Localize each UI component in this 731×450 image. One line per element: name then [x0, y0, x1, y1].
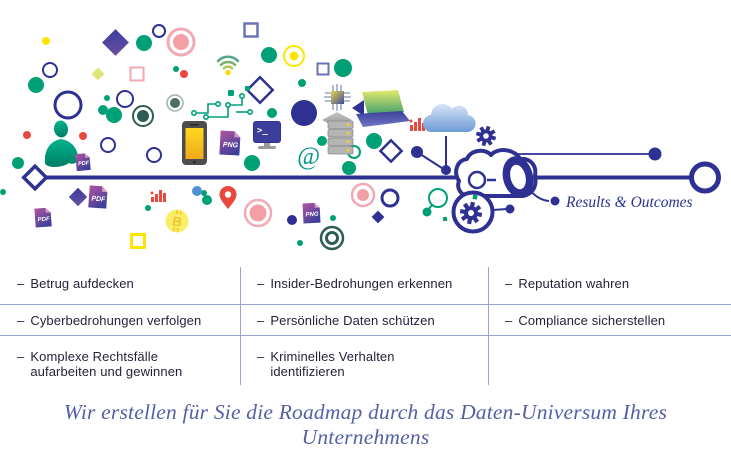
bitcoin-icon: B [165, 209, 189, 233]
bullet: – [17, 349, 25, 364]
dark-teal-ring-icon [319, 225, 345, 251]
laptop-icon [356, 90, 410, 127]
dark-teal-target-icon [132, 105, 154, 127]
benefit-label: Kriminelles Verhalten identifizieren [270, 349, 395, 379]
svg-text:PDF: PDF [38, 217, 51, 224]
roadmap-end-ring [689, 161, 721, 194]
gear-connector-dot [505, 204, 515, 214]
benefit-label: Insider-Bedrohungen erkennen [270, 275, 453, 291]
pdf-file-icon: PDF [88, 185, 108, 209]
pink-target-icon [243, 198, 273, 228]
gear-icon [459, 201, 483, 225]
cloud-icon [422, 103, 476, 133]
gear-icon [475, 125, 497, 147]
terminal-prompt: >_ [257, 126, 268, 136]
svg-text:B: B [171, 213, 183, 229]
scatter-teal-dots [0, 35, 382, 246]
results-dot [550, 196, 560, 206]
branch-end-dot [648, 147, 662, 161]
benefit-label: Compliance sicherstellen [518, 312, 666, 328]
benefit-cell: –Persönliche Daten schützen [240, 305, 488, 335]
results-connector [529, 189, 550, 202]
bullet: – [505, 312, 513, 328]
terminal-icon: >_ [253, 121, 281, 149]
benefits-row: –Komplexe Rechtsfälle aufarbeiten und ge… [0, 335, 731, 392]
benefit-label: Betrug aufdecken [30, 275, 134, 291]
benefit-cell [488, 336, 731, 392]
svg-text:PNG: PNG [305, 212, 319, 219]
chip-icon [324, 84, 351, 111]
benefits-row: –Cyberbedrohungen verfolgen –Persönliche… [0, 304, 731, 335]
bullet: – [505, 275, 513, 291]
scatter-yellow-dot [42, 37, 50, 45]
scatter-navy-dots [287, 100, 317, 225]
key-o-icon [502, 156, 534, 198]
green-square-dots [442, 194, 478, 222]
column-divider [488, 267, 489, 385]
bullet: – [17, 312, 25, 328]
triangle-icon [352, 100, 364, 116]
benefits-table: –Betrug aufdecken –Insider-Bedrohungen e… [0, 262, 731, 390]
node-link-icon [411, 136, 451, 175]
pink-target-icon [350, 182, 376, 208]
bar-chart-icon [409, 118, 425, 131]
scatter-red-dots [23, 70, 188, 140]
benefit-cell: –Compliance sicherstellen [488, 305, 731, 335]
benefit-label: Cyberbedrohungen verfolgen [30, 312, 202, 328]
tagline: Wir erstellen für Sie die Roadmap durch … [63, 400, 668, 449]
wifi-icon [216, 55, 240, 76]
bullet: – [257, 312, 265, 328]
phone-icon [182, 121, 207, 165]
yellow-target-icon [283, 45, 305, 67]
magnifier-icon [422, 188, 448, 217]
benefit-cell: –Cyberbedrohungen verfolgen [0, 305, 240, 335]
benefit-label: Persönliche Daten schützen [270, 312, 435, 328]
bullet: – [17, 275, 25, 291]
svg-text:PDF: PDF [78, 160, 90, 167]
benefit-cell: –Kriminelles Verhalten identifizieren [240, 336, 488, 392]
benefit-label: Reputation wahren [518, 275, 630, 291]
scatter-diamonds [68, 29, 404, 224]
benefit-cell: –Reputation wahren [488, 262, 731, 304]
benefits-row: –Betrug aufdecken –Insider-Bedrohungen e… [0, 262, 731, 304]
pink-target-icon [166, 27, 196, 57]
gray-target-icon [166, 94, 184, 112]
benefit-cell: –Betrug aufdecken [0, 262, 240, 304]
bullet: – [257, 349, 265, 364]
scatter-blue-dot [192, 186, 202, 196]
scatter-squares [129, 22, 330, 249]
pdf-file-icon: PDF [75, 153, 91, 172]
results-label: Results & Outcomes [565, 194, 693, 211]
roadmap-start-diamond [21, 163, 49, 192]
gear-connector-line [492, 208, 508, 211]
svg-text:PDF: PDF [91, 196, 106, 204]
png-file-icon: PNG [302, 202, 321, 224]
benefit-cell: –Komplexe Rechtsfälle aufarbeiten und ge… [0, 336, 240, 392]
benefit-cell: –Insider-Bedrohungen erkennen [240, 262, 488, 304]
circuit-icon [191, 86, 254, 121]
person-icon [44, 120, 78, 167]
svg-text:PNG: PNG [223, 142, 239, 150]
server-icon [327, 120, 354, 155]
pdf-file-icon: PDF [34, 207, 52, 228]
column-divider [240, 267, 241, 385]
benefit-label: Komplexe Rechtsfälle aufarbeiten und gew… [30, 349, 183, 379]
data-universe-illustration: >_ @ PDF PDF [0, 22, 721, 251]
bar-chart-icon [150, 190, 166, 202]
at-icon: @ [297, 143, 320, 170]
png-file-icon: PNG [219, 130, 241, 156]
bullet: – [257, 275, 265, 291]
map-pin-icon [219, 186, 237, 209]
scatter-navy-rings [42, 24, 400, 208]
key-inner-ring [467, 170, 487, 190]
